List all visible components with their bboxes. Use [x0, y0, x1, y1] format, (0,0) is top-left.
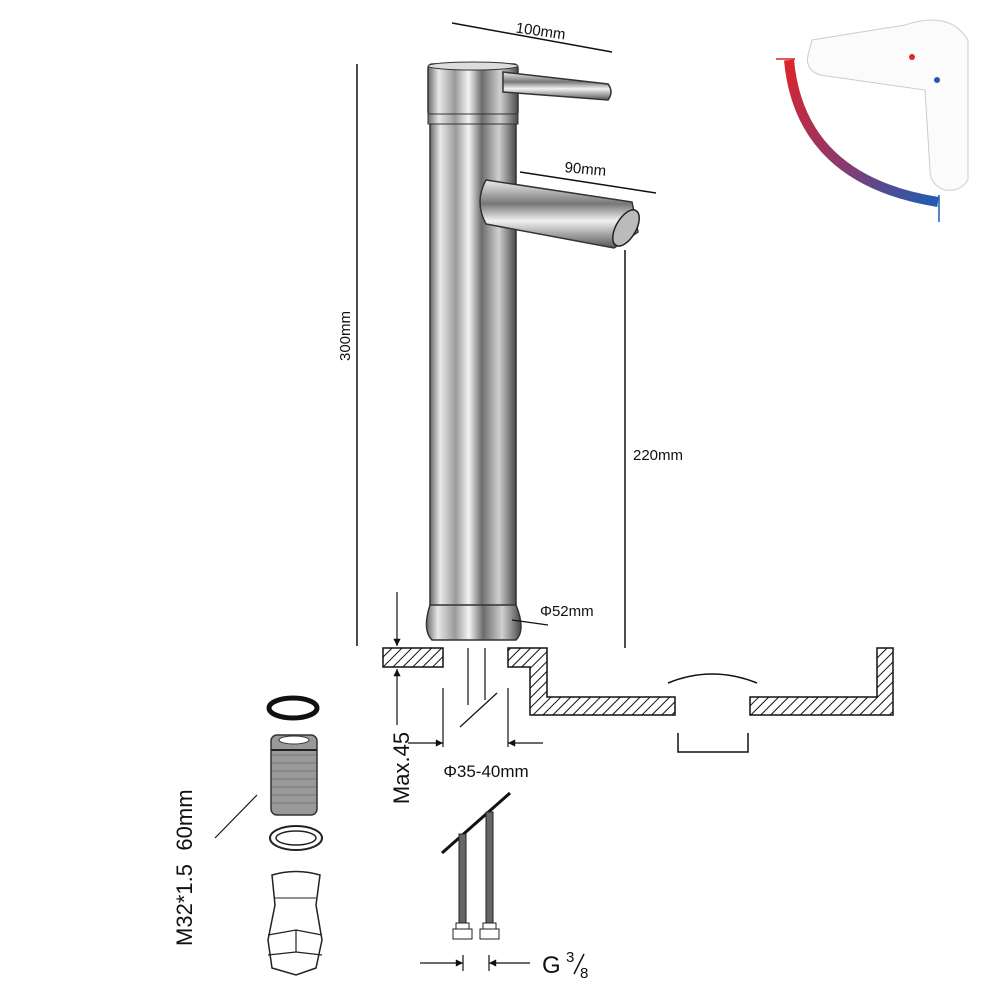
hole-diameter-label: Φ35-40mm	[443, 762, 528, 781]
svg-text:3: 3	[566, 949, 574, 966]
lever-length-label: 100mm	[515, 20, 567, 44]
lever-handle	[502, 71, 612, 101]
svg-text:G: G	[542, 952, 561, 979]
max-thickness-label: Max.45	[389, 732, 414, 804]
drain-cover	[667, 673, 758, 684]
lever-length-line	[451, 22, 613, 53]
faucet-illustration	[425, 61, 640, 641]
base-diameter-label: Φ52mm	[540, 603, 594, 620]
bolt-thread-label: M32*1.5	[172, 864, 197, 946]
hose-icon	[441, 791, 511, 940]
countertop-section	[382, 647, 894, 716]
bolt-length-label: 60mm	[172, 789, 197, 850]
drain-body	[677, 733, 749, 753]
spout-height-label: 220mm	[633, 447, 683, 464]
faucet-base	[425, 604, 522, 641]
total-height-label: 300mm	[337, 311, 354, 361]
hot-cold-mixer-icon	[776, 19, 969, 222]
spout-length-line	[519, 171, 657, 194]
connector-thread-label: G 3 8	[542, 949, 588, 982]
spout-length-label: 90mm	[564, 159, 607, 180]
mounting-kit-icon	[266, 695, 323, 976]
svg-text:8: 8	[580, 965, 588, 982]
